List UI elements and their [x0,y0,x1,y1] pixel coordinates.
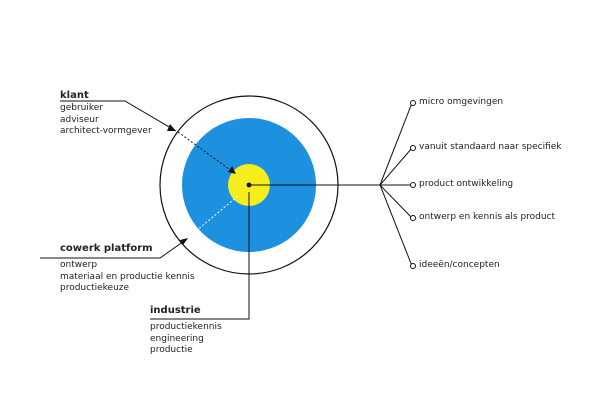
output-node-3 [410,182,416,188]
platform-arrowhead [180,238,188,245]
klant-title: klant [60,90,89,101]
industrie-leader-line [150,192,250,320]
fan-line-5 [379,184,413,267]
industrie-item-engineering: engineering [150,333,204,344]
output-label-2: vanuit standaard naar specifiek [419,142,562,152]
fan-line-4 [379,184,413,219]
klant-item-architect: architect-vormgever [60,126,152,136]
output-node-5 [410,263,416,269]
klant-arrowhead [167,124,176,131]
fan-line-1 [379,102,413,186]
platform-item-materiaal: materiaal en productie kennis [60,271,195,282]
platform-item-ontwerp: ontwerp [60,260,98,270]
output-node-2 [410,145,416,151]
output-label-5: ideeën/concepten [419,260,500,270]
platform-dotted-line [189,195,239,237]
output-label-4: ontwerp en kennis als product [419,212,556,222]
platform-leader-line [40,238,188,259]
industrie-label-group: industrie productiekennis engineering pr… [150,305,222,357]
output-node-4 [410,215,416,221]
klant-dotted-line [177,131,234,173]
platform-label-group: cowerk platform ontwerp materiaal en pro… [60,243,195,295]
klant-label-group: klant gebruiker adviseur architect-vormg… [60,90,152,138]
industrie-item-productiekennis: productiekennis [150,322,222,332]
klant-item-gebruiker: gebruiker [60,103,103,113]
klant-core-arrowhead [228,166,236,174]
klant-item-adviseur: adviseur [60,114,99,125]
fan-line-2 [379,147,413,186]
platform-item-productiekeuze: productiekeuze [60,283,130,293]
platform-title: cowerk platform [60,243,153,254]
industrie-title: industrie [150,305,201,316]
output-label-3: product ontwikkeling [419,179,514,189]
klant-leader-line [60,100,177,132]
output-label-1: micro omgevingen [419,97,504,107]
industrie-item-productie: productie [150,345,193,355]
output-node-1 [410,100,416,106]
